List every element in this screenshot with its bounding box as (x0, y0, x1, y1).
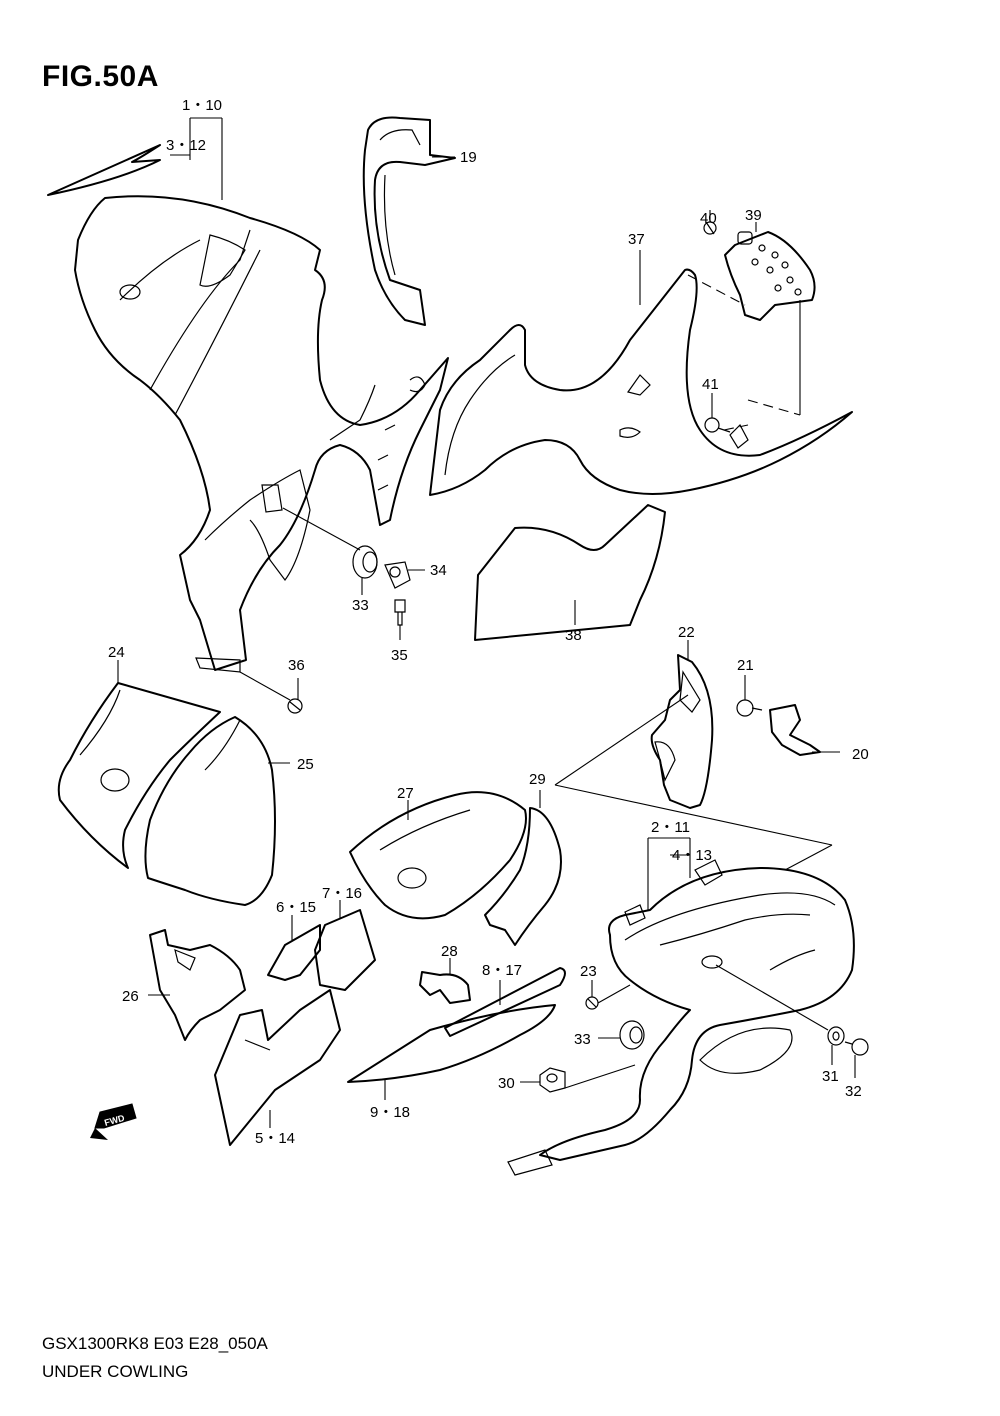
leader-36 (239, 671, 299, 701)
leader-31-to-cowling (715, 964, 829, 1031)
part-stripe-upper (47, 144, 161, 196)
part-grommet-33a (352, 545, 378, 579)
callout-2-11: 2・11 (651, 819, 690, 836)
callout-26: 26 (122, 988, 139, 1005)
part-bracket-22 (650, 654, 714, 809)
callout-20: 20 (852, 746, 869, 763)
callout-1-10: 1・10 (182, 97, 222, 114)
part-bracket-20 (769, 704, 821, 756)
callout-3-12: 3・12 (166, 137, 206, 154)
figure-caption: UNDER COWLING (42, 1362, 189, 1381)
part-bracket-19 (362, 116, 456, 326)
part-panel-27 (349, 791, 527, 920)
part-nut-34 (384, 561, 411, 589)
callout-32: 32 (845, 1083, 862, 1100)
callout-9-18: 9・18 (370, 1104, 410, 1121)
figure-title: FIG.50A (42, 60, 159, 93)
leader-33a (282, 507, 361, 551)
part-inner-panel-37 (429, 268, 853, 496)
callout-40: 40 (700, 210, 717, 227)
callout-28: 28 (441, 943, 458, 960)
guide-lines-29-cowling (554, 694, 833, 871)
part-screw-23 (585, 996, 599, 1010)
leader-1-10 (170, 117, 223, 200)
callout-24: 24 (108, 644, 125, 661)
part-stripe-8-17 (444, 967, 566, 1037)
part-clip-28 (419, 971, 471, 1004)
callout-27: 27 (397, 785, 414, 802)
part-nut-30 (539, 1067, 566, 1093)
callout-30: 30 (498, 1075, 515, 1092)
leader-2-11 (647, 837, 691, 910)
leader-23-to-cowling (597, 984, 631, 1004)
fwd-arrow-icon: FWD (90, 1103, 137, 1140)
callout-6-15: 6・15 (276, 899, 316, 916)
callout-19: 19 (460, 149, 477, 166)
callout-38: 38 (565, 627, 582, 644)
callout-29: 29 (529, 771, 546, 788)
callout-37: 37 (628, 231, 645, 248)
callout-21: 21 (737, 657, 754, 674)
callout-4-13: 4・13 (672, 847, 712, 864)
part-screw-35 (394, 599, 406, 626)
part-bracket-26 (149, 929, 246, 1041)
part-bracket-39 (724, 231, 816, 321)
part-pad-38 (474, 504, 666, 641)
callout-33b: 33 (574, 1031, 591, 1048)
part-strip-29 (484, 807, 562, 946)
part-panel-6-15 (267, 924, 321, 981)
part-lower-cowling (507, 859, 855, 1176)
callout-35: 35 (391, 647, 408, 664)
leader-30-to-cowling (564, 1064, 636, 1089)
callout-23: 23 (580, 963, 597, 980)
part-clip-21 (736, 699, 763, 717)
part-stripe-9-18 (347, 1004, 556, 1083)
part-panel-5-14 (214, 989, 341, 1146)
callout-5-14: 5・14 (255, 1130, 295, 1147)
callout-41: 41 (702, 376, 719, 393)
callout-34: 34 (430, 562, 447, 579)
figure-footer: GSX1300RK8 E03 E28_050A UNDER COWLING (42, 1330, 268, 1386)
part-cover-24 (57, 682, 221, 869)
callout-36: 36 (288, 657, 305, 674)
callout-22: 22 (678, 624, 695, 641)
callout-8-17: 8・17 (482, 962, 522, 979)
model-code: GSX1300RK8 E03 E28_050A (42, 1334, 268, 1353)
part-screw-36 (287, 698, 303, 714)
part-side-cowling-upper (74, 195, 449, 673)
callout-7-16: 7・16 (322, 885, 362, 902)
dashed-guides-39-41 (687, 274, 801, 431)
callout-39: 39 (745, 207, 762, 224)
callout-25: 25 (297, 756, 314, 773)
part-washer-31 (827, 1026, 845, 1046)
part-cover-25 (144, 716, 276, 906)
callout-31: 31 (822, 1068, 839, 1085)
callout-labels: 1・10 3・12 19 40 39 37 41 34 33 35 38 36 … (108, 97, 869, 1147)
part-screw-32 (844, 1038, 869, 1056)
part-grommet-33b (619, 1020, 645, 1050)
callout-33a: 33 (352, 597, 369, 614)
part-panel-7-16 (314, 909, 376, 991)
